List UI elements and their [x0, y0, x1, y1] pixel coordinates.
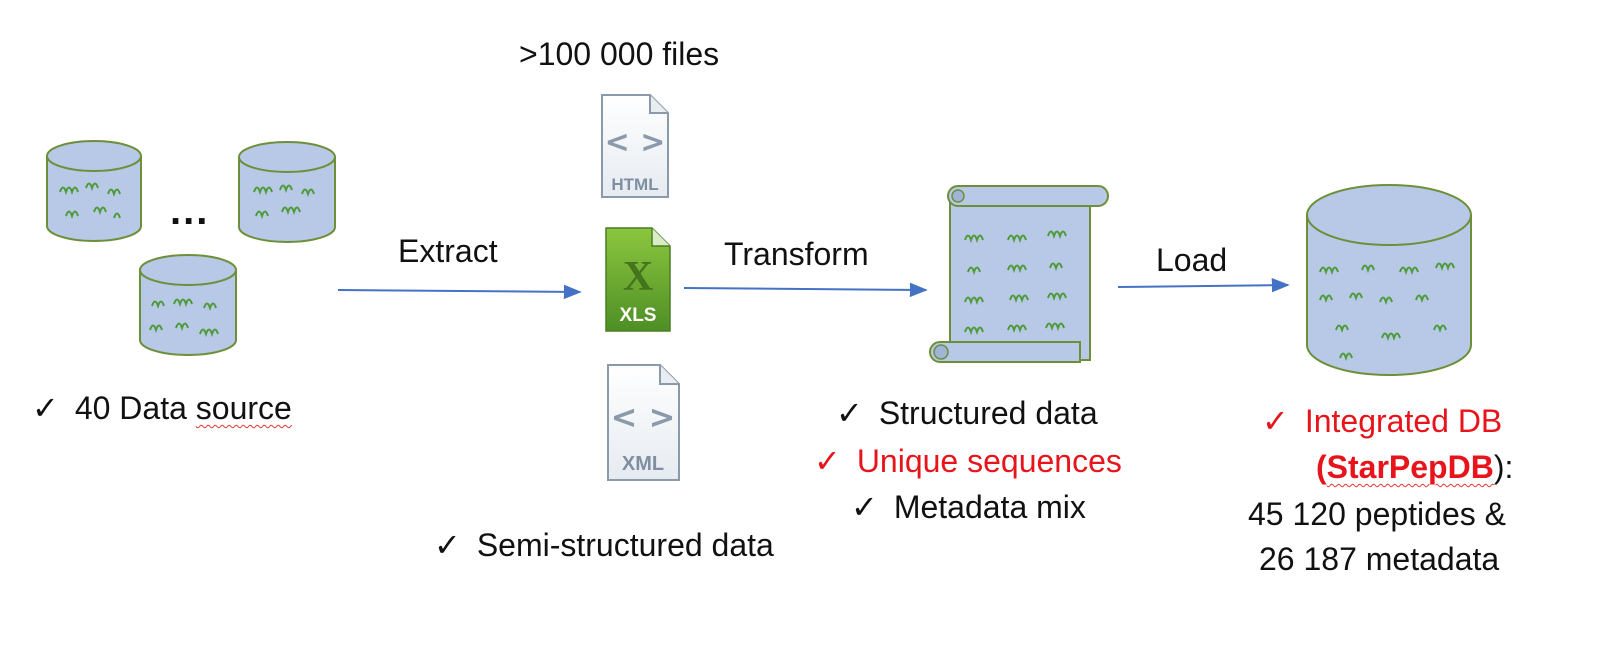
structured-data-line: ✓ Structured data — [836, 395, 1098, 432]
integrated-db-line: ✓ Integrated DB — [1262, 403, 1502, 440]
check-icon: ✓ — [1262, 403, 1289, 439]
files-count-label: >100 000 files — [519, 36, 720, 72]
paren-open: ( — [1316, 449, 1327, 485]
unique-sequences-line: ✓ Unique sequences — [814, 443, 1122, 480]
peptide-squiggle-icon — [149, 298, 219, 338]
extract-arrow — [337, 284, 582, 300]
transform-arrow — [683, 282, 928, 298]
xls-file-icon: X XLS — [605, 227, 671, 332]
svg-text:< >: < > — [611, 398, 676, 436]
integrated-db-text: Integrated DB — [1304, 403, 1503, 439]
source-database-1-icon — [46, 140, 142, 242]
metadata-mix-text: Metadata mix — [893, 489, 1086, 525]
integrated-database-icon — [1306, 184, 1472, 376]
data-sources-caption: ✓ 40 Data source — [32, 390, 292, 427]
check-icon: ✓ — [434, 527, 461, 563]
peptide-squiggle-icon — [59, 182, 121, 220]
semi-structured-caption-text: Semi-structured data — [476, 527, 774, 563]
unique-sequences-text: Unique sequences — [856, 443, 1122, 479]
paren-close: ): — [1493, 449, 1514, 485]
metadata-mix-line: ✓ Metadata mix — [851, 489, 1086, 526]
check-icon: ✓ — [836, 395, 863, 431]
peptide-squiggle-icon — [964, 230, 1067, 336]
source-database-3-icon — [139, 254, 237, 356]
check-icon: ✓ — [32, 390, 59, 426]
load-arrow — [1117, 277, 1290, 293]
data-sources-caption-text-end: source — [195, 390, 292, 426]
peptide-squiggle-icon — [253, 184, 315, 220]
svg-text:HTML: HTML — [611, 175, 658, 194]
transform-step-label: Transform — [724, 236, 869, 272]
ellipsis-icon: ... — [170, 189, 210, 233]
data-sources-caption-text: 40 Data — [74, 390, 196, 426]
svg-text:XML: XML — [622, 453, 664, 475]
peptides-count-line: 45 120 peptides & — [1248, 496, 1506, 532]
svg-text:< >: < > — [605, 125, 666, 160]
metadata-count-line: 26 187 metadata — [1259, 541, 1500, 577]
extract-step-label: Extract — [398, 233, 498, 269]
svg-text:X: X — [623, 254, 653, 300]
semi-structured-caption: ✓ Semi-structured data — [434, 527, 774, 564]
peptide-squiggle-icon — [1319, 262, 1455, 362]
check-icon: ✓ — [851, 489, 878, 525]
source-database-2-icon — [238, 141, 336, 243]
check-icon: ✓ — [814, 443, 841, 479]
starpepdb-line: (StarPepDB): — [1316, 449, 1513, 486]
html-file-icon: < > HTML — [601, 94, 669, 198]
structured-data-scroll-icon — [929, 185, 1109, 363]
xml-file-icon: < > XML — [607, 364, 680, 481]
starpepdb-name: StarPepDB — [1326, 449, 1494, 485]
structured-data-text: Structured data — [878, 395, 1098, 431]
load-step-label: Load — [1156, 242, 1228, 278]
svg-text:XLS: XLS — [620, 305, 657, 326]
